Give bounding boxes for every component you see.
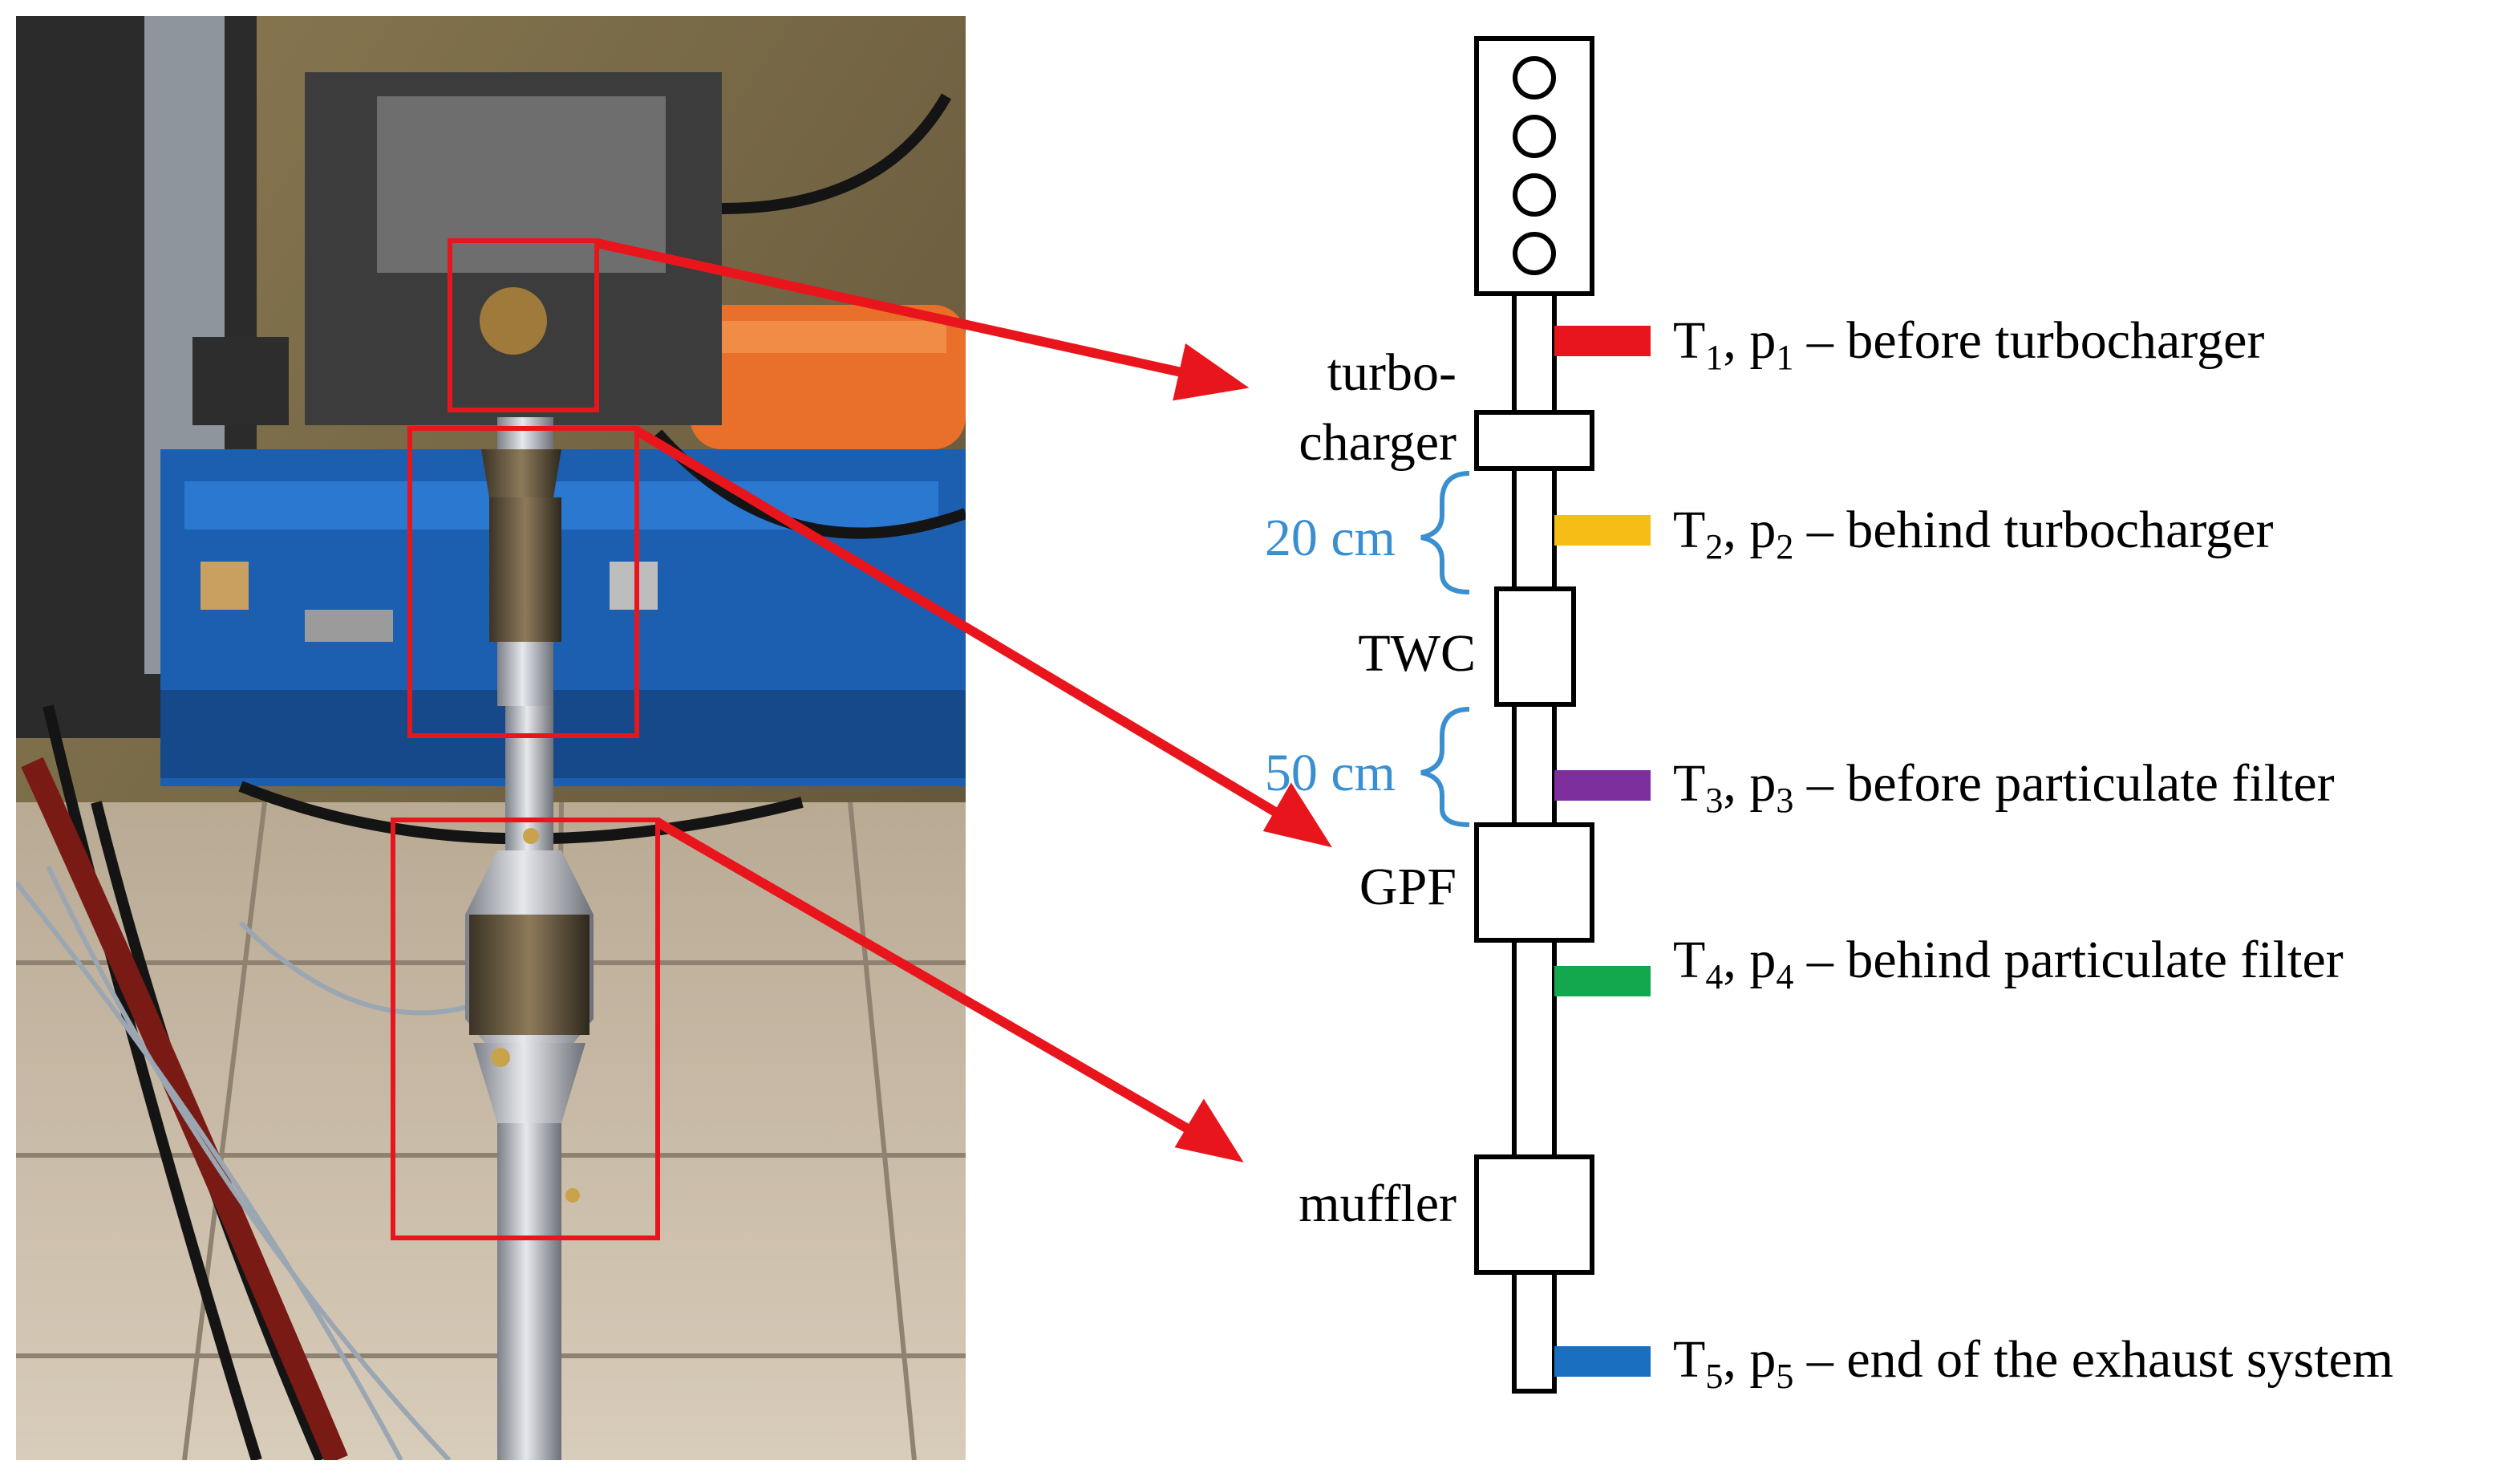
sensor-marker-4: [1554, 966, 1651, 996]
sensor-marker-1: [1554, 326, 1651, 356]
sensor-label-5: T5, p5 – end of the exhaust system: [1673, 1330, 2393, 1396]
cylinder-icon: [1513, 115, 1556, 158]
turbocharger-label-line1: turbo-: [1327, 343, 1456, 402]
gpf-highlight-box: [391, 818, 660, 1240]
dimension-50cm-label: 50 cm: [1265, 744, 1396, 802]
cylinder-icon: [1513, 232, 1556, 275]
turbocharger-box: [1474, 410, 1594, 471]
twc-label: TWC: [1358, 624, 1476, 683]
arrow-twc: [634, 426, 1294, 826]
sensor-markers: [1554, 326, 1651, 1377]
exhaust-schematic: [1474, 36, 1594, 1394]
cylinder-icon: [1513, 56, 1556, 99]
cylinders: [1513, 56, 1556, 275]
dimension-20cm-label: 20 cm: [1265, 509, 1396, 567]
sensor-label-4: T4, p4 – behind particulate filter: [1673, 931, 2344, 996]
brace-20cm-icon: [1420, 471, 1470, 594]
connector-arrows: [595, 238, 1332, 1162]
sensor-marker-2: [1554, 515, 1651, 546]
sensor-marker-3: [1554, 770, 1651, 801]
arrow-gpf: [654, 818, 1206, 1142]
arrow-turbocharger-head: [1173, 343, 1250, 401]
muffler-label: muffler: [1298, 1175, 1456, 1233]
sensor-label-1: T1, p1 – before turbocharger: [1673, 311, 2264, 377]
sensor-label-2: T2, p2 – behind turbocharger: [1673, 501, 2273, 566]
turbocharger-highlight-box: [448, 238, 599, 412]
sensor-label-3: T3, p3 – before particulate filter: [1673, 754, 2335, 820]
arrow-turbocharger: [595, 238, 1205, 382]
turbocharger-label-line2: charger: [1298, 413, 1456, 472]
twc-highlight-box: [407, 426, 639, 738]
arrow-gpf-head: [1174, 1098, 1244, 1162]
arrow-twc-head: [1262, 782, 1332, 848]
twc-box: [1494, 586, 1576, 707]
gpf-label: GPF: [1359, 858, 1456, 916]
brace-50cm-icon: [1420, 707, 1470, 827]
gpf-box: [1474, 822, 1594, 943]
cylinder-icon: [1513, 173, 1556, 217]
sensor-marker-5: [1554, 1346, 1651, 1377]
muffler-box: [1474, 1154, 1594, 1275]
